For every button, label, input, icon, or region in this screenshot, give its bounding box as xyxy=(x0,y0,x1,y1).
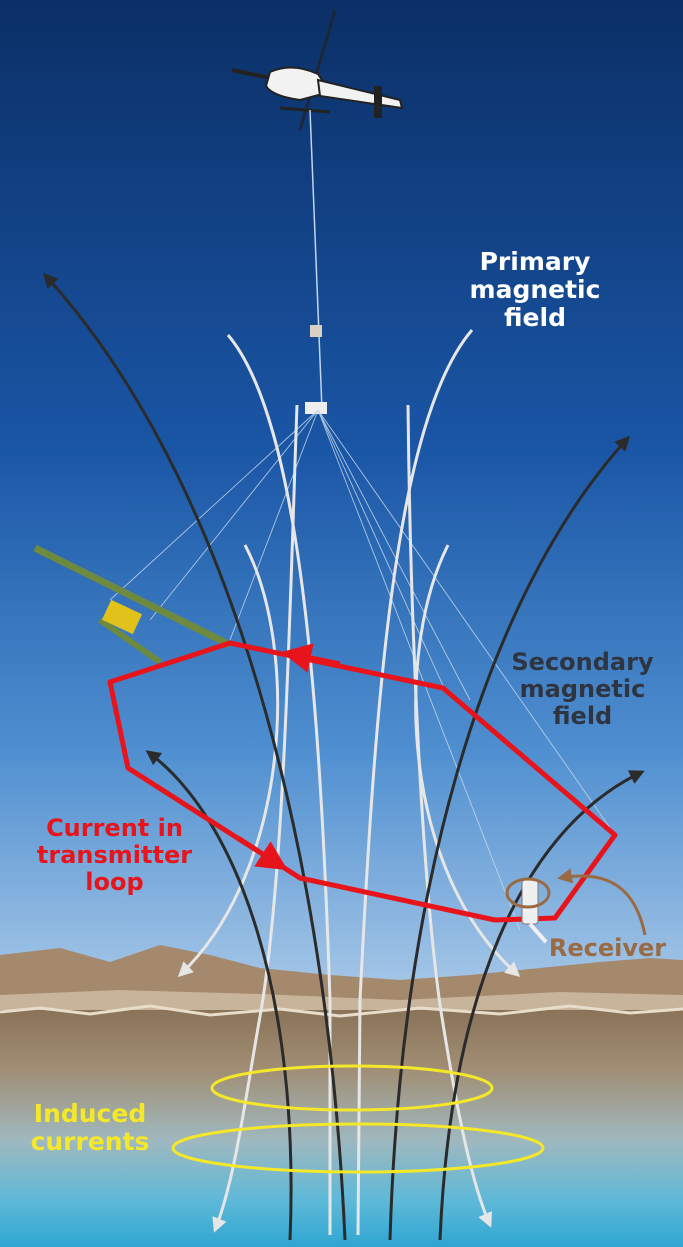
tow-cable xyxy=(309,109,323,411)
secondary-field-label: Secondary magnetic field xyxy=(511,648,654,730)
ground-surface-edge xyxy=(0,1004,683,1018)
current-loop-label: Current in transmitter loop xyxy=(36,814,193,896)
suspension-ropes xyxy=(109,409,616,931)
cable-weight xyxy=(310,325,322,337)
loop-direction-arrow-top xyxy=(281,643,341,673)
loop-direction-arrow-bottom xyxy=(236,835,288,871)
sky-background xyxy=(0,0,683,1000)
induced-current-loops xyxy=(171,1064,545,1174)
secondary-field-lines xyxy=(42,272,645,1241)
receiver-coil-icon xyxy=(521,879,548,944)
primary-field-lines xyxy=(177,329,521,1236)
induced-currents-label: Induced currents xyxy=(30,1099,150,1156)
helicopter-icon xyxy=(231,9,404,131)
primary-field-label: Primary magnetic field xyxy=(469,247,601,332)
cable-hub xyxy=(305,402,327,414)
receiver-label: Receiver xyxy=(548,934,667,962)
frame-boom xyxy=(33,544,232,665)
receiver-pointer-arrow xyxy=(557,868,647,936)
ground-cross-section xyxy=(0,1010,683,1247)
receiver-highlight-ring xyxy=(505,877,551,909)
